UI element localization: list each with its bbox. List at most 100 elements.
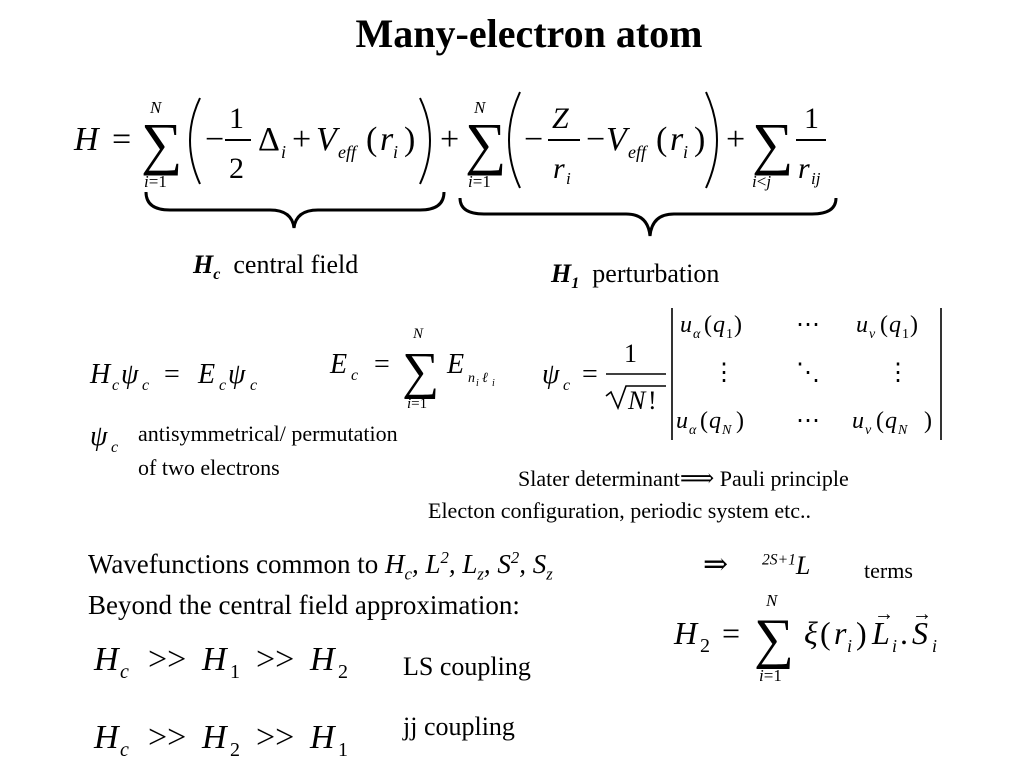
h1-label: H1 perturbation xyxy=(551,259,720,293)
svg-text:q: q xyxy=(713,312,725,338)
svg-text:): ) xyxy=(736,408,744,434)
svg-text:H: H xyxy=(93,641,121,678)
svg-text:): ) xyxy=(694,121,705,158)
svg-text:i: i xyxy=(892,636,897,656)
svg-text:i: i xyxy=(932,636,937,656)
svg-text:E: E xyxy=(197,359,215,390)
svg-text:N: N xyxy=(721,423,732,438)
svg-text:u: u xyxy=(676,408,688,434)
svg-text:eff: eff xyxy=(628,142,649,162)
svg-text:>>: >> xyxy=(148,641,186,678)
svg-text:c: c xyxy=(142,377,149,394)
svg-text:1: 1 xyxy=(229,102,244,135)
svg-text:i=1: i=1 xyxy=(759,666,782,685)
svg-text:i: i xyxy=(847,636,852,656)
svg-text:r: r xyxy=(798,152,810,185)
svg-text:N: N xyxy=(765,591,779,610)
svg-text:!: ! xyxy=(648,386,657,415)
svg-text:L: L xyxy=(871,615,890,651)
svg-text:Z: Z xyxy=(552,102,569,135)
svg-text:2: 2 xyxy=(700,635,710,657)
svg-text:=: = xyxy=(722,615,740,651)
svg-text:N: N xyxy=(473,98,487,117)
svg-text:c: c xyxy=(120,661,129,683)
svg-text:∑: ∑ xyxy=(402,343,439,400)
ls-coupling-text: LS coupling xyxy=(403,652,531,681)
svg-text:E: E xyxy=(329,349,347,380)
svg-text:.: . xyxy=(900,615,908,651)
svg-text:∑: ∑ xyxy=(754,608,794,670)
svg-text:=: = xyxy=(164,359,180,390)
svg-text:q: q xyxy=(709,408,721,434)
svg-text:): ) xyxy=(404,121,415,158)
svg-text:>>: >> xyxy=(148,719,186,756)
svg-text:1: 1 xyxy=(624,339,637,368)
svg-text:H: H xyxy=(89,359,112,390)
svg-text:ν: ν xyxy=(869,327,876,342)
svg-text:α: α xyxy=(693,327,701,342)
svg-text:i=1: i=1 xyxy=(468,172,491,191)
svg-text:1: 1 xyxy=(726,327,733,342)
svg-text:2: 2 xyxy=(229,152,244,185)
svg-text:c: c xyxy=(219,377,226,394)
svg-text:−: − xyxy=(205,121,224,158)
svg-text:n: n xyxy=(468,371,475,386)
svg-text:ij: ij xyxy=(811,169,821,188)
svg-text:eff: eff xyxy=(338,142,359,162)
terms-text: terms xyxy=(864,558,913,583)
svg-text:r: r xyxy=(553,152,565,185)
svg-text:Δ: Δ xyxy=(258,121,280,158)
svg-text:+: + xyxy=(440,121,459,158)
svg-text:c: c xyxy=(563,377,570,394)
svg-text:2: 2 xyxy=(338,661,348,683)
svg-text:u: u xyxy=(680,312,692,338)
svg-text:2: 2 xyxy=(230,739,240,761)
svg-text:(: ( xyxy=(880,312,888,338)
svg-text:H: H xyxy=(201,719,229,756)
svg-text:N: N xyxy=(149,98,163,117)
svg-text:H: H xyxy=(309,641,337,678)
svg-text:u: u xyxy=(852,408,864,434)
svg-text:H: H xyxy=(201,641,229,678)
svg-text:→: → xyxy=(912,603,932,625)
svg-text:1: 1 xyxy=(338,739,348,761)
svg-text:→: → xyxy=(874,603,894,625)
svg-text:c: c xyxy=(112,377,119,394)
svg-text:1: 1 xyxy=(902,327,909,342)
svg-text:(: ( xyxy=(700,408,708,434)
svg-text:i: i xyxy=(476,378,479,389)
svg-text:(: ( xyxy=(876,408,884,434)
svg-text:c: c xyxy=(111,439,118,456)
antisym-line2: of two electrons xyxy=(138,455,280,480)
svg-text:1: 1 xyxy=(230,661,240,683)
svg-text:): ) xyxy=(910,312,918,338)
svg-text:(: ( xyxy=(366,121,377,158)
svg-text:>>: >> xyxy=(256,641,294,678)
svg-text:r: r xyxy=(670,121,684,158)
svg-text:r: r xyxy=(380,121,394,158)
svg-text:i: i xyxy=(566,169,571,188)
svg-text:>>: >> xyxy=(256,719,294,756)
h1-label-text: perturbation xyxy=(592,259,720,288)
svg-text:): ) xyxy=(856,615,867,651)
svg-text:∑: ∑ xyxy=(752,111,793,176)
svg-text:⋯: ⋯ xyxy=(796,312,820,338)
svg-text:E: E xyxy=(446,349,464,380)
svg-text:H: H xyxy=(673,615,699,651)
svg-text:N: N xyxy=(412,326,424,342)
svg-text:(: ( xyxy=(656,121,667,158)
implies-arrow-icon: ⟹ xyxy=(679,466,715,492)
svg-text:⋮: ⋮ xyxy=(886,360,910,386)
svg-text:ℓ: ℓ xyxy=(482,371,488,386)
slater-pauli-line: Slater determinant⟹ Pauli principle xyxy=(518,464,849,493)
slater-text: Slater determinant xyxy=(518,466,680,491)
svg-text:α: α xyxy=(689,423,697,438)
svg-text:⋯: ⋯ xyxy=(796,408,820,434)
svg-text:c: c xyxy=(250,377,257,394)
svg-text:ψ: ψ xyxy=(228,359,246,390)
svg-text:c: c xyxy=(120,739,129,761)
svg-text:q: q xyxy=(885,408,897,434)
